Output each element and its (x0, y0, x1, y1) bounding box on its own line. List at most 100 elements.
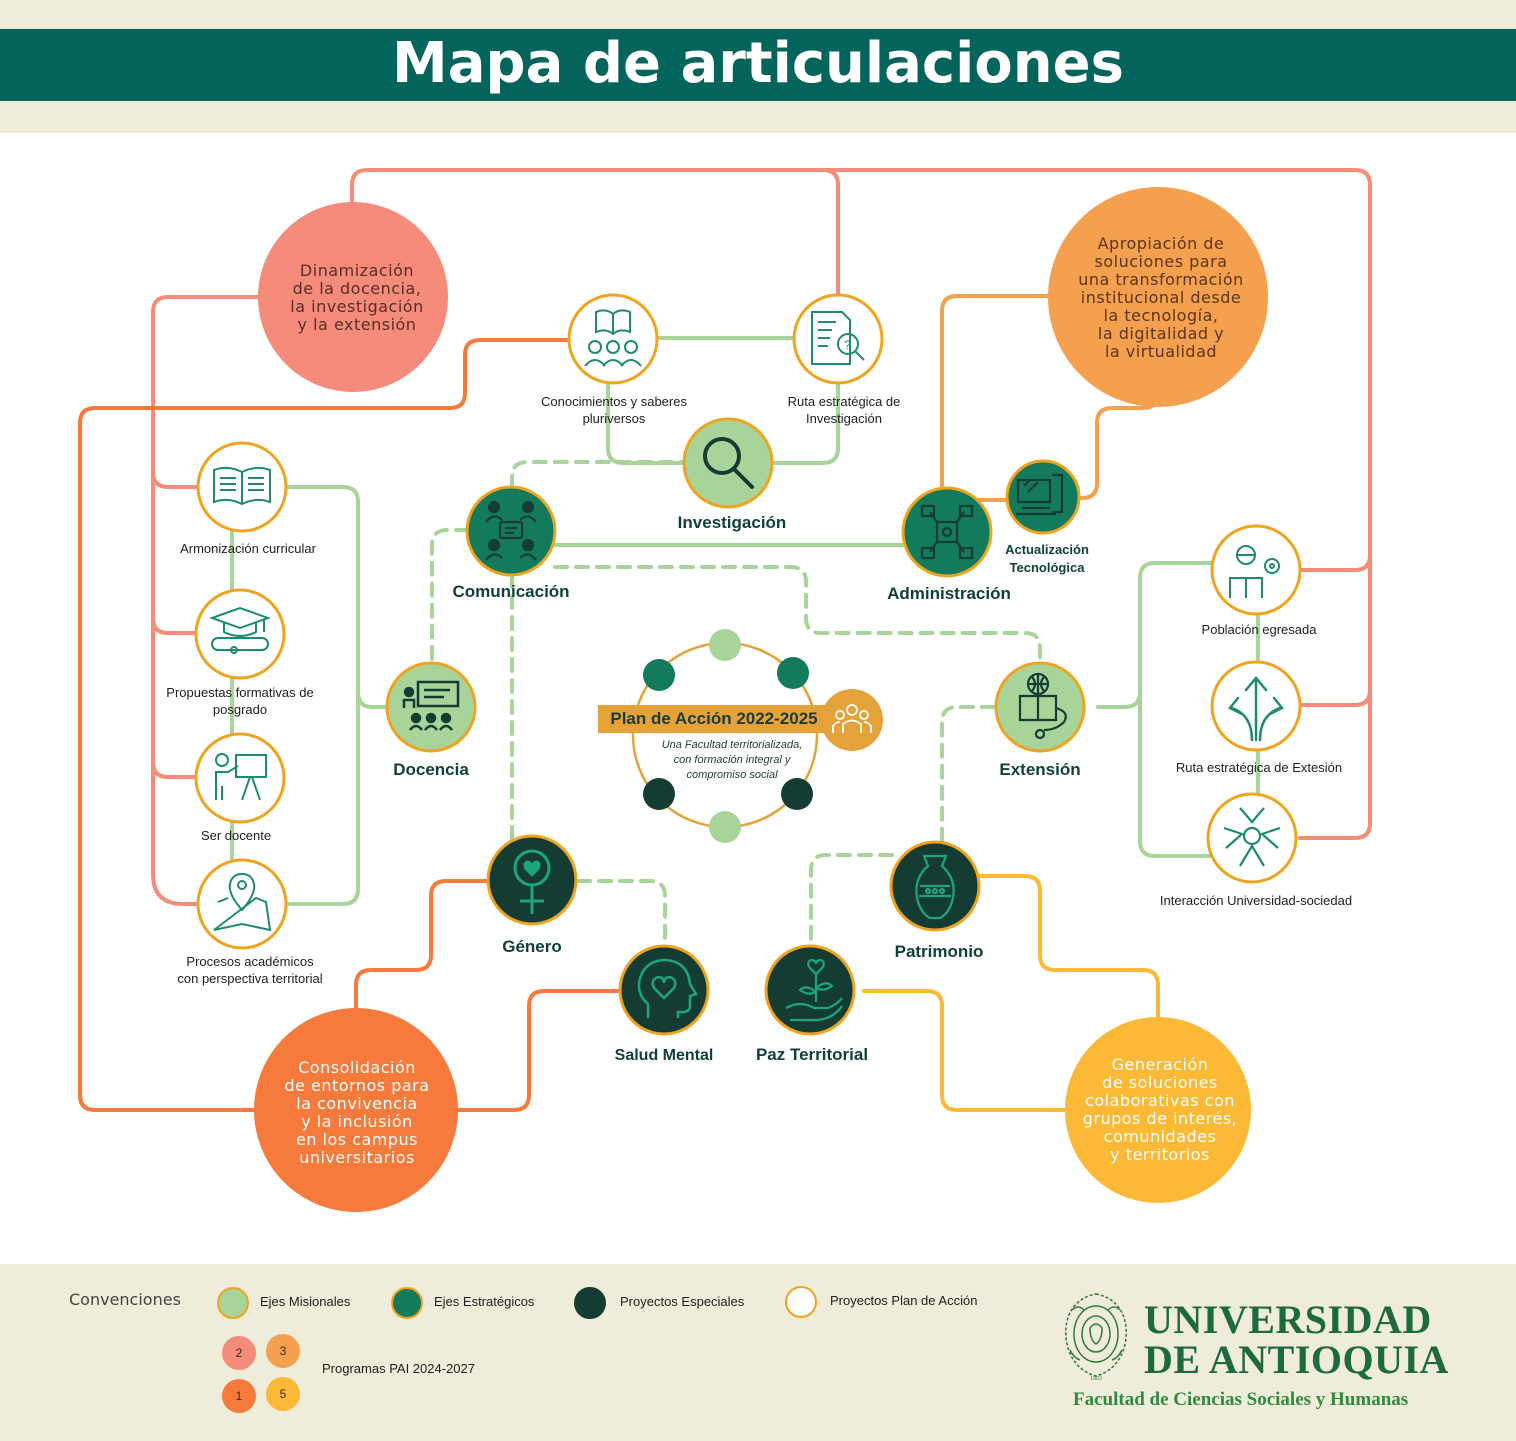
ring-dot-upper-left (643, 659, 675, 691)
proyecto-interaccion-node (1206, 792, 1298, 884)
eje-comunicacion-node (465, 485, 557, 577)
ruta-investigacion-label: Ruta estratégica de Investigación (787, 394, 901, 426)
dashed-connectors (430, 460, 1042, 950)
docencia-label: Docencia (393, 760, 469, 779)
ring-dot-bottom (709, 811, 741, 843)
joined-hands-icon (1223, 807, 1281, 867)
seal-year: 1803 (1090, 1376, 1102, 1382)
program-3-text: Apropiación de soluciones para una trans… (1078, 234, 1244, 361)
legend-ejes-misionales: Ejes Misionales (260, 1294, 351, 1309)
magnifier-icon (703, 437, 754, 489)
program-3-label: Apropiación de soluciones para una trans… (1078, 235, 1244, 361)
proyecto-conocimientos-node (567, 293, 659, 385)
program-2-label: Dinamización de la docencia, la investig… (290, 262, 423, 334)
globe-book-icon (1018, 672, 1067, 740)
poblacion-label: Población egresada (1201, 622, 1317, 637)
legend-swatch-ejes-estrategicos (391, 1287, 423, 1319)
armonizacion-label: Armonización curricular (180, 541, 316, 556)
extension-label: Extensión (999, 760, 1081, 779)
eje-actualizacion-node (1005, 459, 1081, 535)
legend-proyectos-especiales: Proyectos Especiales (620, 1294, 745, 1309)
eje-administracion-node (901, 486, 993, 578)
book-people-icon (584, 309, 642, 367)
patrimonio-label: Patrimonio (894, 942, 984, 961)
legend-heading: Convenciones (69, 1290, 181, 1309)
people-group-icon (832, 704, 872, 733)
document-search-icon: ? (811, 311, 865, 365)
proyecto-ser-docente-node (194, 732, 286, 824)
ring-dot-upper-right (777, 657, 809, 689)
center-subtitle: Una Facultad territorializada, con forma… (661, 739, 803, 781)
ruta-extension-label: Ruta estratégica de Extesión (1175, 760, 1343, 775)
proyecto-propuestas-node (194, 588, 286, 680)
actualizacion-label: Actualización Tecnológica (1005, 542, 1089, 575)
title-bar (0, 29, 1516, 101)
legend-swatch-proyectos-plan (785, 1286, 817, 1318)
proyecto-paz-territorial-node (764, 944, 856, 1036)
legend-program-1: 1 (222, 1379, 256, 1413)
legend-program-3: 3 (266, 1334, 300, 1368)
green-connectors (230, 336, 1260, 906)
eje-extension-node (994, 661, 1086, 753)
program-2-text: Dinamización de la docencia, la investig… (290, 261, 424, 334)
ring-dot-lower-right (781, 778, 813, 810)
open-book-icon (213, 466, 271, 506)
proyecto-poblacion-node (1210, 524, 1302, 616)
proyecto-ruta-extension-node (1210, 660, 1302, 752)
university-name-line1: UNIVERSIDAD (1144, 1297, 1432, 1342)
graduate-gear-icon (1229, 545, 1280, 598)
program-5-label: Generación de soluciones colaborativas c… (1083, 1056, 1238, 1164)
legend-programas: Programas PAI 2024-2027 (322, 1361, 475, 1376)
program-3-bubble (1048, 187, 1268, 407)
legend-swatch-proyectos-especiales (574, 1287, 606, 1319)
procesos-label: Procesos académicos con perspectiva terr… (177, 954, 323, 986)
direction-arrows-icon (1228, 676, 1284, 742)
conocimientos-label: Conocimientos y saberes pluriversos (541, 394, 687, 426)
program-5-connectors (862, 874, 1160, 1112)
genero-label: Género (502, 937, 562, 956)
administracion-label: Administración (887, 584, 1011, 603)
eje-investigacion-node (682, 417, 774, 509)
program-5-text: Generación de soluciones colaborativas c… (1082, 1055, 1238, 1164)
proyecto-armonizacion-node (196, 441, 288, 533)
proyecto-salud-mental-node (618, 944, 710, 1036)
proyecto-patrimonio-node (889, 840, 981, 932)
teacher-board-icon (215, 753, 267, 801)
legend-program-5: 5 (266, 1377, 300, 1411)
svg-text:?: ? (844, 338, 851, 352)
program-1-text: Consolidación de entornos para la conviv… (284, 1058, 430, 1167)
legend-swatch-ejes-misionales (217, 1287, 249, 1319)
faculty-name: Facultad de Ciencias Sociales y Humanas (1073, 1389, 1409, 1410)
program-1-label: Consolidación de entornos para la conviv… (284, 1059, 429, 1167)
investigacion-label: Investigación (677, 513, 787, 532)
proyecto-ruta-investigacion-node: ? (792, 293, 884, 385)
ring-dot-top (709, 629, 741, 661)
proyecto-procesos-node (196, 858, 288, 950)
university-seal-icon: 1803 (1065, 1293, 1127, 1382)
graduation-cap-icon (209, 606, 271, 654)
head-heart-icon (637, 958, 698, 1018)
comunicacion-label: Comunicación (452, 582, 570, 601)
proyecto-genero-node (486, 834, 578, 926)
program-5-bubble (1065, 1017, 1251, 1203)
computer-icon (1016, 473, 1064, 516)
classroom-icon (402, 680, 460, 731)
legend-ejes-estrategicos: Ejes Estratégicos (434, 1294, 535, 1309)
eje-docencia-node (385, 661, 477, 753)
hand-plant-icon (785, 958, 843, 1022)
page-title: Mapa de articulaciones (392, 31, 1124, 96)
university-name-line2: DE ANTIOQUIA (1144, 1337, 1449, 1382)
program-1-connectors (78, 338, 622, 1112)
ring-dot-lower-left (643, 778, 675, 810)
interaccion-label: Interacción Universidad-sociedad (1159, 893, 1353, 908)
vase-icon (915, 854, 955, 920)
center-title: Plan de Acción 2022-2025 (598, 705, 830, 733)
salud-mental-label: Salud Mental (614, 1047, 714, 1064)
program-1-bubble (254, 1008, 458, 1212)
map-pin-icon (213, 872, 272, 932)
propuestas-label: Propuestas formativas de posgrado (166, 685, 314, 717)
female-symbol-icon (513, 849, 551, 914)
legend-program-2: 2 (222, 1336, 256, 1370)
program-2-connectors (151, 168, 1372, 906)
